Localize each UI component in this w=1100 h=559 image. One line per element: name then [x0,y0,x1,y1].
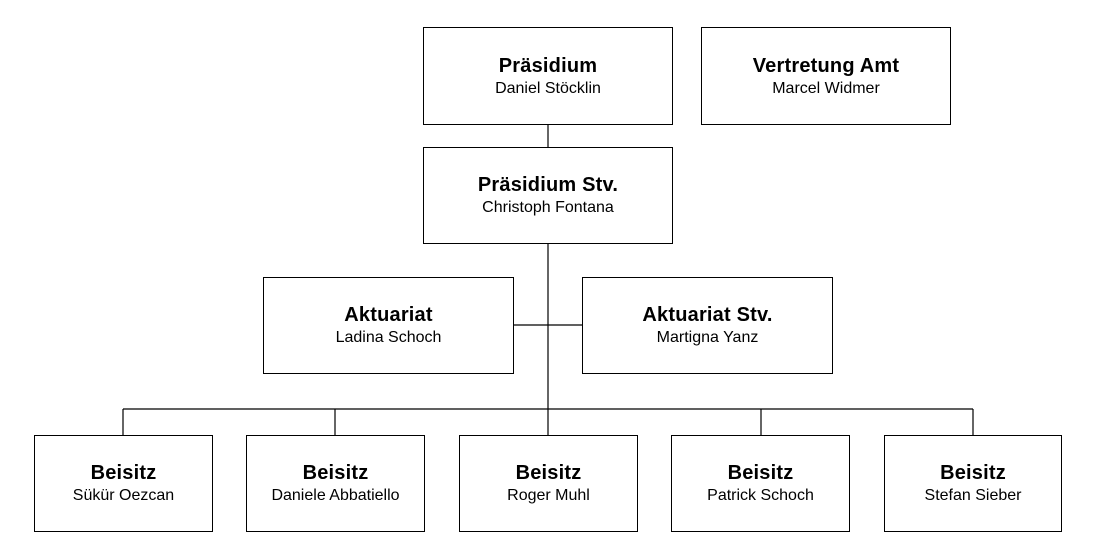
person-name: Martigna Yanz [656,329,759,346]
person-name: Daniele Abbatiello [271,487,400,504]
box-beisitz-1: Beisitz Sükür Oezcan [34,435,213,532]
role-label: Aktuariat [344,304,433,326]
role-label: Beisitz [515,462,582,484]
person-name: Marcel Widmer [772,79,880,97]
person-name: Roger Muhl [507,487,590,504]
box-aktuariat-stv: Aktuariat Stv. Martigna Yanz [582,277,833,374]
role-label: Präsidium Stv. [477,174,619,196]
box-praesidium: Präsidium Daniel Stöcklin [423,27,673,125]
role-label: Aktuariat Stv. [642,304,773,326]
box-aktuariat: Aktuariat Ladina Schoch [263,277,514,374]
role-label: Beisitz [302,462,369,484]
box-beisitz-2: Beisitz Daniele Abbatiello [246,435,425,532]
role-label: Beisitz [940,462,1006,484]
box-vertretung-amt: Vertretung Amt Marcel Widmer [701,27,951,125]
person-name: Sükür Oezcan [72,487,175,504]
role-label: Beisitz [727,462,794,484]
person-name: Ladina Schoch [335,329,442,346]
box-praesidium-stv: Präsidium Stv. Christoph Fontana [423,147,673,244]
role-label: Präsidium [498,54,598,77]
person-name: Daniel Stöcklin [495,79,601,97]
box-beisitz-4: Beisitz Patrick Schoch [671,435,850,532]
person-name: Stefan Sieber [924,487,1022,504]
role-label: Beisitz [90,462,157,484]
box-beisitz-5: Beisitz Stefan Sieber [884,435,1062,532]
person-name: Patrick Schoch [707,487,814,504]
person-name: Christoph Fontana [482,199,614,216]
role-label: Vertretung Amt [752,54,900,77]
box-beisitz-3: Beisitz Roger Muhl [459,435,638,532]
